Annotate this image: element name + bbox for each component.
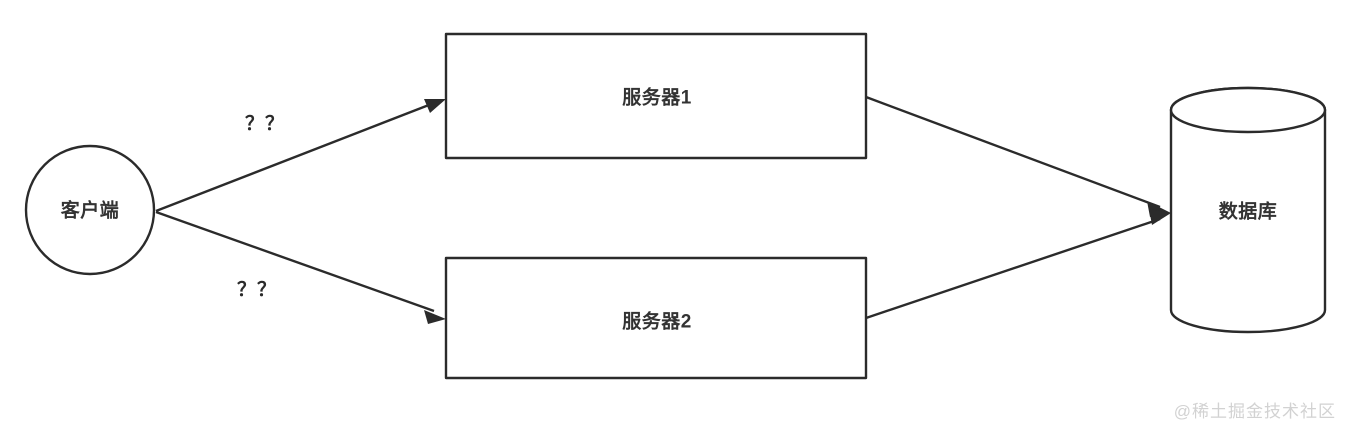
edge-client-to-server1-arrowhead	[424, 99, 446, 113]
client-node-label: 客户端	[60, 200, 120, 222]
server1-node-label: 服务器1	[622, 87, 692, 109]
database-node-cylinder[interactable]	[1169, 86, 1327, 334]
database-cylinder-top-ellipse	[1169, 86, 1327, 134]
database-node-label: 数据库	[1218, 201, 1278, 223]
edge-server1-to-database-line	[865, 95, 1161, 209]
edge-server2-to-database-arrowhead	[1149, 209, 1171, 225]
server1-node-rect[interactable]	[444, 32, 868, 160]
edge-client-to-server2[interactable]	[155, 210, 446, 324]
edge-client-to-server1[interactable]	[155, 99, 446, 213]
watermark-text: @稀土掘金技术社区	[1173, 402, 1336, 421]
edge-client-to-server2-arrowhead	[424, 310, 446, 324]
edge-client-to-server2-line	[155, 210, 435, 313]
edge-server2-to-database-line	[865, 217, 1161, 320]
edge-server1-to-database[interactable]	[865, 95, 1171, 217]
edge-client-to-server1-label: ？？	[244, 113, 286, 135]
edge-client-to-server1-line	[155, 101, 435, 213]
edge-client-to-server2-label: ？？	[236, 279, 278, 301]
client-node-circle[interactable]	[24, 144, 156, 276]
server2-node-rect[interactable]	[444, 256, 868, 380]
server2-node-label: 服务器2	[622, 311, 692, 333]
edge-server2-to-database[interactable]	[865, 209, 1171, 320]
